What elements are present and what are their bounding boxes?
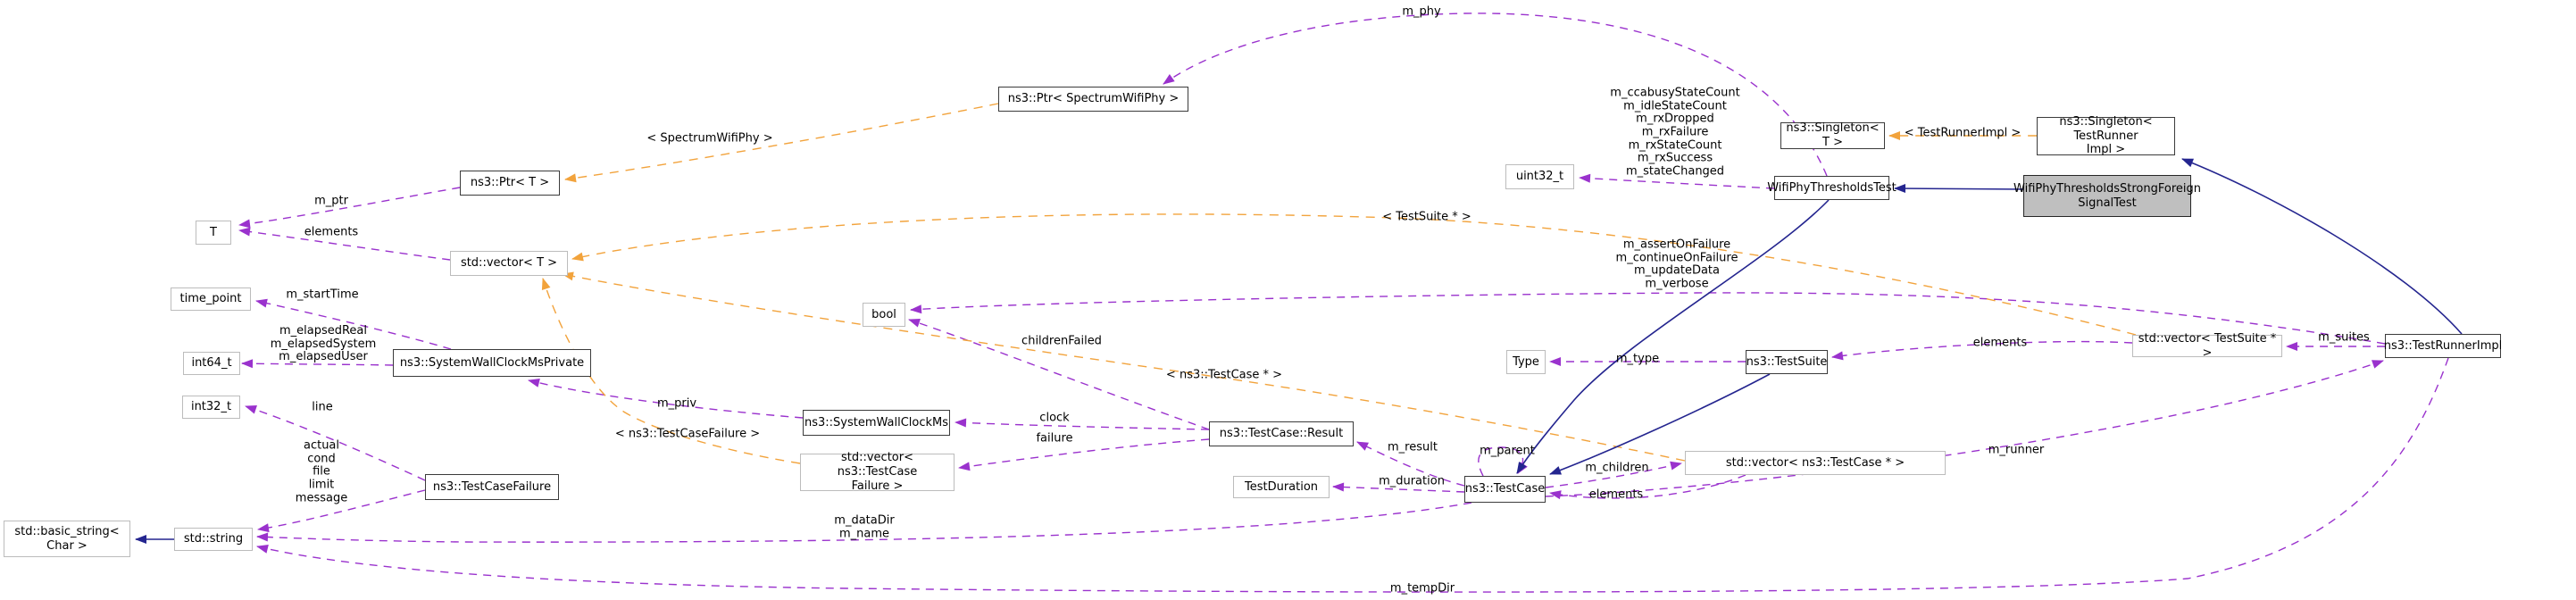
edge-label-elements-suite: elements	[1972, 336, 2028, 350]
edge-m-temp-dir	[256, 357, 2449, 593]
edge-m-parent-loop	[1478, 446, 1528, 477]
edge-elements-suite	[1831, 340, 2133, 361]
edge-label-m-start-time: m_startTime	[286, 288, 359, 302]
edge-label-m-temp-dir: m_tempDir	[1389, 581, 1455, 596]
node-vector-test-case-ptr: std::vector< ns3::TestCase * >	[1685, 451, 1946, 475]
node-test-runner-impl[interactable]: ns3::TestRunnerImpl	[2384, 334, 2502, 358]
node-test-suite[interactable]: ns3::TestSuite	[1746, 350, 1828, 374]
edge-label-tpl-spectrum: < SpectrumWifiPhy >	[646, 131, 773, 146]
edge-clock	[955, 418, 1210, 430]
node-singleton-t[interactable]: ns3::Singleton< T >	[1780, 121, 1885, 149]
node-test-case-failure[interactable]: ns3::TestCaseFailure	[425, 474, 559, 500]
edge-label-tpl-testrunnerimpl: < TestRunnerImpl >	[1904, 126, 2022, 140]
edge-label-failure: failure	[1036, 431, 1073, 446]
edge-label-tpl-testcasefailure: < ns3::TestCaseFailure >	[614, 427, 761, 441]
edge-m-ptr	[238, 187, 461, 229]
node-int32-t: int32_t	[182, 396, 240, 419]
node-vector-test-suite-ptr: std::vector< TestSuite * >	[2132, 332, 2282, 360]
edge-label-flags: m_assertOnFailure m_continueOnFailure m_…	[1615, 238, 1738, 291]
node-type: Type	[1506, 350, 1546, 374]
node-ptr-spectrumwifiphy[interactable]: ns3::Ptr< SpectrumWifiPhy >	[998, 87, 1188, 112]
node-system-wall-clock-ms[interactable]: ns3::SystemWallClockMs	[803, 410, 950, 436]
edge-label-m-duration: m_duration	[1379, 474, 1445, 488]
edge-name-fields	[256, 502, 1472, 543]
node-vector-t: std::vector< T >	[450, 251, 568, 276]
edge-tpl-testsuite-ptr	[571, 213, 2137, 336]
edge-counters	[1579, 173, 1775, 189]
edge-inherit-thresholds-test	[1894, 184, 2028, 194]
edge-label-m-type: m_type	[1615, 352, 1660, 366]
edge-inherit-singleton	[2181, 158, 2463, 335]
node-int64-t: int64_t	[183, 352, 240, 375]
edge-m-children	[1545, 461, 1682, 488]
edge-elapsed	[241, 359, 394, 369]
node-bool: bool	[863, 303, 905, 327]
node-test-case-result[interactable]: ns3::TestCase::Result	[1209, 421, 1354, 446]
edge-label-m-ptr: m_ptr	[314, 194, 348, 208]
node-wifi-phy-thresholds-test[interactable]: WifiPhyThresholdsTest	[1767, 176, 1897, 200]
edge-flags	[910, 292, 2386, 345]
edge-m-duration	[1332, 482, 1465, 493]
edge-inherit-testcase-from-wifitest	[1516, 199, 1830, 474]
edge-label-m-parent: m_parent	[1480, 444, 1535, 458]
edge-label-tpl-testcase-ptr: < ns3::TestCase * >	[1165, 368, 1283, 382]
edge-label-m-suites: m_suites	[2318, 330, 2370, 345]
edge-label-counters: m_ccabusyStateCount m_idleStateCount m_r…	[1610, 86, 1740, 179]
edge-label-m-priv: m_priv	[656, 396, 697, 411]
edge-label-elapsed: m_elapsedReal m_elapsedSystem m_elapsedU…	[270, 323, 377, 364]
edge-label-failure-fields: actual cond file limit message	[295, 438, 348, 505]
edge-label-m-result: m_result	[1388, 440, 1438, 454]
edge-elements-t	[238, 227, 451, 261]
edge-label-m-children: m_children	[1585, 461, 1649, 475]
edge-tpl-testcasefailure	[541, 278, 801, 464]
edge-failure	[958, 438, 1210, 471]
edge-elements-case	[1549, 474, 1747, 500]
node-ptr-t[interactable]: ns3::Ptr< T >	[460, 171, 560, 196]
node-main-class: WifiPhyThresholdsStrongForeign SignalTes…	[2013, 175, 2201, 217]
edge-label-line: line	[312, 400, 333, 414]
node-vector-test-case-failure: std::vector< ns3::TestCase Failure >	[800, 451, 955, 493]
node-basic-string: std::basic_string< Char >	[4, 521, 130, 557]
edge-inherit-testcase-from-suite	[1549, 373, 1771, 475]
edge-m-start-time	[255, 298, 452, 350]
edge-m-result	[1356, 441, 1465, 487]
edge-tpl-spectrum	[564, 103, 999, 183]
edge-m-runner	[1545, 360, 2384, 497]
node-test-duration: TestDuration	[1233, 476, 1330, 498]
edge-label-children-failed: childrenFailed	[1021, 334, 1102, 348]
edge-line	[245, 405, 426, 481]
node-singleton-test-runner-impl[interactable]: ns3::Singleton< TestRunner Impl >	[2037, 115, 2175, 156]
node-system-wall-clock-ms-private[interactable]: ns3::SystemWallClockMsPrivate	[393, 349, 591, 377]
edge-label-tpl-testsuite-ptr: < TestSuite * >	[1382, 210, 1471, 224]
edge-children-failed	[908, 319, 1210, 430]
edge-label-clock: clock	[1039, 411, 1070, 425]
node-test-case[interactable]: ns3::TestCase	[1464, 476, 1546, 503]
node-t: T	[196, 221, 231, 245]
edge-m-phy	[1163, 12, 1828, 177]
edge-m-priv	[528, 379, 804, 419]
node-std-string: std::string	[174, 528, 253, 551]
node-uint32-t: uint32_t	[1505, 164, 1574, 189]
edge-label-name-fields: m_dataDir m_name	[834, 513, 895, 540]
edge-label-elements-case: elements	[1588, 488, 1644, 502]
edge-label-m-runner: m_runner	[1988, 443, 2045, 457]
edge-label-m-phy: m_phy	[1402, 4, 1441, 19]
edge-label-elements-t: elements	[304, 225, 359, 239]
node-time-point: time_point	[171, 288, 251, 311]
